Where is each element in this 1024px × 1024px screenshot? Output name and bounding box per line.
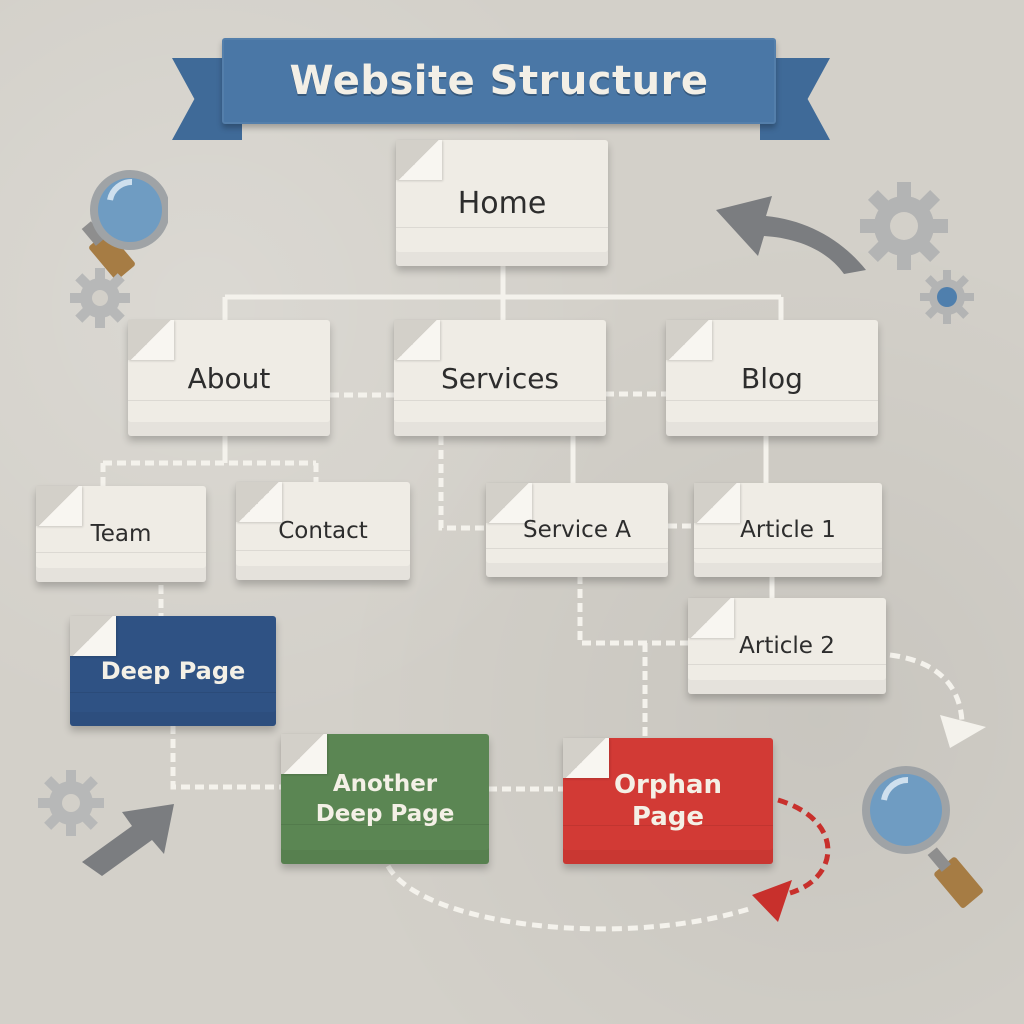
another-deep-page-line2: Deep Page	[315, 801, 455, 827]
page-another-deep-page-label: Another Deep Page	[316, 769, 455, 829]
page-orphan: Orphan Page	[563, 738, 773, 864]
link-services-servicea-dashed	[438, 436, 487, 531]
page-contact-label: Contact	[278, 518, 368, 544]
page-contact: Contact	[236, 482, 410, 580]
arrow-icon	[82, 804, 174, 876]
page-home: Home	[396, 140, 608, 266]
link-another-orphan-curve	[385, 864, 753, 932]
orphan-page-line2: Page	[631, 802, 705, 832]
page-team-label: Team	[90, 521, 152, 547]
link-servicea-article2	[577, 575, 688, 646]
page-deep-page: Deep Page	[70, 616, 276, 726]
arrow-icon	[716, 196, 866, 274]
orphan-page-line1: Orphan	[613, 770, 723, 800]
gear-icon	[38, 770, 104, 836]
link-home-children	[222, 262, 784, 322]
orphan-red-arrowhead	[752, 880, 792, 922]
page-blog-label: Blog	[741, 361, 803, 395]
page-article-2: Article 2	[688, 598, 886, 694]
page-about: About	[128, 320, 330, 436]
page-another-deep-page: Another Deep Page	[281, 734, 489, 864]
page-services: Services	[394, 320, 606, 436]
page-deep-page-label: Deep Page	[100, 657, 246, 685]
arrowhead-article2-out	[940, 715, 986, 748]
magnifier-icon	[81, 170, 168, 280]
page-article-2-label: Article 2	[739, 633, 835, 659]
page-article-1: Article 1	[694, 483, 882, 577]
gear-icon	[920, 270, 974, 324]
link-article2-out	[889, 652, 965, 723]
diagram-title: Website Structure	[289, 58, 709, 104]
page-orphan-label: Orphan Page	[614, 769, 722, 833]
title-banner: Website Structure	[222, 38, 776, 124]
page-service-a: Service A	[486, 483, 668, 577]
orphan-red-loop	[777, 797, 831, 896]
gear-icon	[860, 182, 948, 270]
link-deeppage-another	[170, 725, 283, 790]
page-home-label: Home	[457, 185, 547, 221]
gear-icon	[70, 268, 130, 328]
page-blog: Blog	[666, 320, 878, 436]
page-team: Team	[36, 486, 206, 582]
page-about-label: About	[187, 361, 271, 395]
another-deep-page-line1: Another	[332, 771, 438, 797]
page-services-label: Services	[440, 361, 560, 395]
page-article-1-label: Article 1	[740, 517, 836, 543]
magnifier-icon	[862, 766, 983, 908]
page-service-a-label: Service A	[522, 517, 632, 543]
